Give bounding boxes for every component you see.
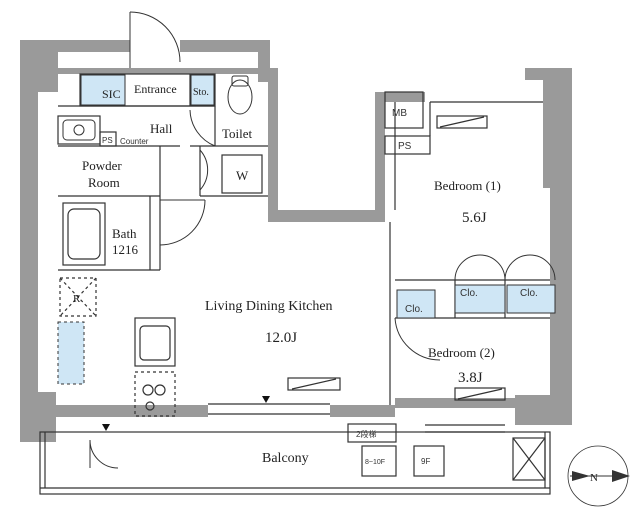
storage-fill bbox=[190, 74, 215, 106]
north-arrow-icon: N bbox=[567, 445, 630, 507]
hatch-top-label: 2段梯 bbox=[356, 429, 376, 439]
washer-label: W bbox=[236, 168, 249, 183]
ldk-size: 12.0J bbox=[265, 330, 297, 346]
closet-a-label: Clo. bbox=[460, 288, 478, 299]
bath-label-line1: Bath bbox=[112, 226, 137, 241]
refrigerator-label: R bbox=[73, 293, 81, 305]
hatch-right-label: 9F bbox=[421, 457, 430, 466]
door-swings bbox=[62, 11, 556, 469]
bath-label-line2: 1216 bbox=[112, 242, 139, 257]
closet-a-fill bbox=[454, 284, 506, 314]
storage-label: Sto. bbox=[193, 87, 209, 98]
bedroom2-size: 3.8J bbox=[458, 370, 483, 386]
interior-lines bbox=[39, 73, 551, 495]
powder-room-label-line1: Powder bbox=[82, 158, 122, 173]
mb-label: MB bbox=[392, 108, 407, 119]
ps-bedroom-label: PS bbox=[398, 141, 412, 152]
ldk-storage-fill bbox=[57, 321, 85, 385]
closet-c-fill bbox=[396, 289, 436, 319]
closet-b-label: Clo. bbox=[520, 288, 538, 299]
ldk-label: Living Dining Kitchen bbox=[205, 299, 333, 314]
closet-c-label: Clo. bbox=[405, 304, 423, 315]
bedroom2-label: Bedroom (2) bbox=[428, 345, 495, 360]
entrance-label: Entrance bbox=[134, 82, 177, 96]
balcony-label: Balcony bbox=[262, 451, 309, 466]
toilet-label: Toilet bbox=[222, 126, 253, 141]
sic-fill bbox=[80, 74, 126, 106]
storage-fills bbox=[57, 73, 556, 385]
north-label: N bbox=[590, 472, 598, 484]
ps-hall-label: PS bbox=[102, 136, 113, 145]
hatch-left-label: 8~10F bbox=[365, 459, 385, 466]
sic-label: SIC bbox=[102, 87, 121, 101]
bedroom1-label: Bedroom (1) bbox=[434, 178, 501, 193]
counter-label: Counter bbox=[120, 137, 149, 146]
bedroom1-size: 5.6J bbox=[462, 210, 487, 226]
hall-label: Hall bbox=[150, 121, 173, 136]
ldk-window-marker bbox=[262, 396, 270, 403]
walls bbox=[20, 40, 572, 442]
closet-b-fill bbox=[506, 284, 556, 314]
balcony-door-marker bbox=[102, 424, 110, 431]
powder-room-label-line2: Room bbox=[88, 175, 120, 190]
